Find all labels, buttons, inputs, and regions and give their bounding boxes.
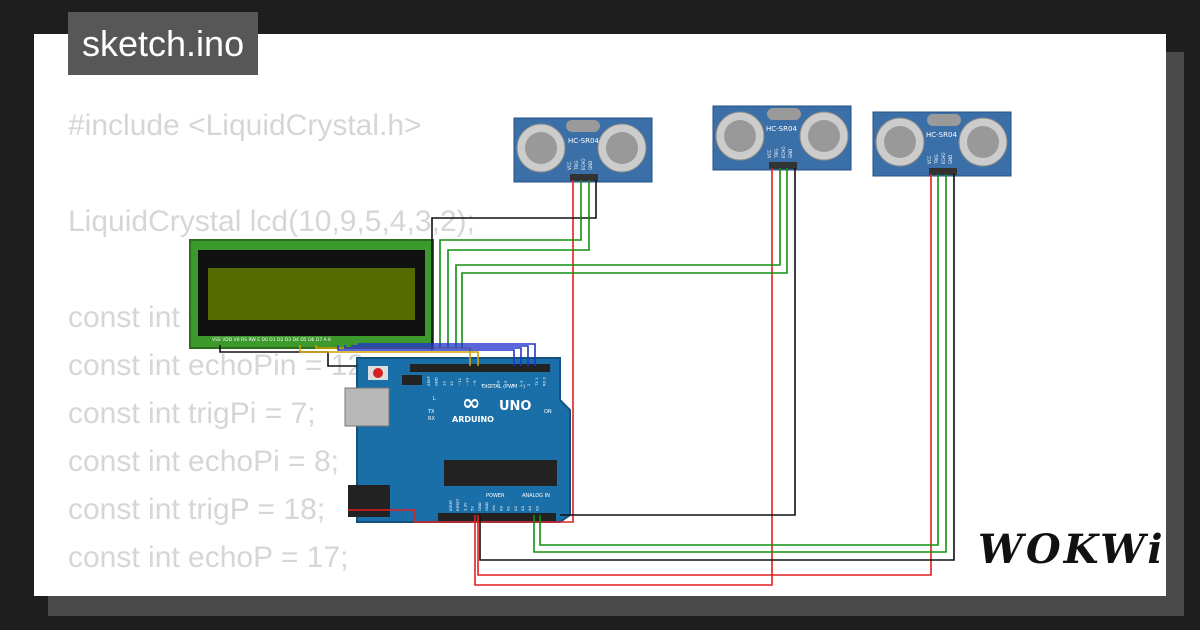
wires	[219, 168, 955, 586]
code-preview: #include <LiquidCrystal.h> LiquidCrystal …	[68, 102, 475, 582]
arduino-pin-label: ~3	[518, 380, 523, 386]
wire-echo-sensor3	[533, 174, 947, 553]
arduino-pin-label: ~6	[495, 380, 500, 386]
arduino-uno-label: UNO	[499, 399, 532, 414]
arduino-pin-label: ~5	[503, 380, 508, 386]
wire-gnd-sensor3	[479, 174, 955, 561]
wire-lcd-d5	[344, 345, 522, 366]
arduino-pin-label: A1	[506, 505, 511, 511]
arduino-pin-label: A0	[498, 505, 503, 511]
arduino-pin-label: 4	[511, 383, 516, 386]
code-line: const int echoPi = 8;	[68, 445, 339, 478]
analog-in-label: ANALOG IN	[522, 493, 550, 499]
wire-echo-sensor1	[447, 180, 590, 348]
arduino-pin-label: GND	[484, 502, 489, 511]
svg-text:TX: TX	[427, 409, 435, 415]
svg-text:VCC: VCC	[567, 161, 572, 170]
arduino-pin-label: ~9	[472, 380, 477, 386]
svg-text:VCC: VCC	[927, 155, 932, 164]
wire-trig-sensor3	[539, 174, 939, 546]
code-line: const int trigP = 18;	[68, 493, 326, 526]
arduino-pin-label: 5V	[470, 506, 475, 511]
wire-gnd-sensor1	[431, 180, 597, 350]
arduino-pin-label: A3	[520, 505, 525, 511]
ultrasonic-sensor-3[interactable]: HC-SR04 VCC TRIG ECHO GND	[872, 111, 1012, 177]
svg-text:TRIG: TRIG	[774, 148, 779, 159]
sensor-model-label: HC-SR04	[926, 131, 957, 139]
arduino-pin-label: TX 1	[534, 377, 539, 387]
sketch-filename-tab[interactable]: sketch.ino	[68, 12, 259, 75]
arduino-pin-label: 2	[526, 383, 531, 386]
code-line: const int echoP = 17;	[68, 541, 349, 574]
svg-text:ECHO: ECHO	[781, 147, 786, 158]
reset-button	[373, 368, 383, 378]
sensor-model-label: HC-SR04	[568, 137, 599, 145]
arduino-uno-board[interactable]: ∞ UNO ARDUINO DIGITAL (PWM ~) POWER ANAL…	[344, 357, 571, 523]
wire-gnd-sensor2	[560, 168, 796, 516]
svg-text:L: L	[433, 396, 436, 402]
wire-trig-sensor2	[455, 168, 781, 348]
arduino-pin-label: A2	[513, 505, 518, 511]
svg-text:ECHO: ECHO	[581, 159, 586, 170]
digital-pwm-label: DIGITAL (PWM ~)	[482, 384, 525, 390]
svg-text:TRIG: TRIG	[574, 160, 579, 171]
power-analog-header	[438, 513, 556, 521]
arduino-brand-label: ARDUINO	[452, 415, 494, 424]
wire-vcc-sensor1	[348, 180, 574, 523]
atmega-chip	[444, 460, 557, 486]
arduino-pin-label: ~10	[465, 377, 470, 386]
wire-trig-sensor1	[439, 180, 582, 348]
svg-text:ON: ON	[544, 409, 552, 415]
arduino-pin-label: A4	[527, 505, 532, 511]
arduino-pin-label: GND	[477, 502, 482, 511]
arduino-pin-label: 8	[480, 383, 485, 386]
code-line: LiquidCrystal lcd(10,9,5,4,3,2);	[68, 205, 475, 238]
usb-connector	[344, 387, 390, 427]
power-label: POWER	[486, 493, 505, 499]
arduino-pin-label: 3.3V	[462, 502, 467, 511]
arduino-pin-label: RESET	[455, 498, 460, 511]
ultrasonic-sensor-1[interactable]: HC-SR04 VCC TRIG ECHO GND	[513, 117, 653, 183]
ultrasonic-sensor-2[interactable]: HC-SR04 VCC TRIG ECHO GND	[712, 105, 852, 171]
lcd-module[interactable]: VSS VDD V0 RS RW E D0 D1 D2 D3 D4 D5 D6 …	[189, 239, 434, 349]
wire-vcc-sensor3	[477, 174, 932, 576]
svg-text:TRIG: TRIG	[934, 154, 939, 165]
svg-text:ECHO: ECHO	[941, 153, 946, 164]
arduino-pin-label: Vin	[491, 504, 496, 511]
arduino-pin-label: AREF	[426, 376, 431, 386]
wire-lcd-d6	[351, 345, 529, 366]
svg-text:GND: GND	[788, 149, 793, 158]
svg-text:VCC: VCC	[767, 149, 772, 158]
digital-header	[410, 364, 550, 372]
arduino-pin-label: 13	[441, 381, 446, 386]
arduino-pin-label: A5	[534, 505, 539, 511]
wokwi-logo: WOKWi	[978, 526, 1166, 573]
arduino-pin-label: 12	[449, 381, 454, 386]
code-line: const int trigPi = 7;	[68, 397, 316, 430]
arduino-pin-label: ~11	[457, 377, 462, 386]
wire-lcd-e	[299, 345, 479, 366]
arduino-pin-label: IOREF	[448, 500, 453, 511]
wire-echo-sensor2	[461, 168, 788, 348]
arduino-pin-label: RX 0	[542, 377, 547, 386]
power-jack	[348, 485, 390, 517]
svg-text:GND: GND	[948, 155, 953, 164]
sensor-model-label: HC-SR04	[766, 125, 797, 133]
wire-lcd-d4	[337, 345, 515, 366]
svg-text:RX: RX	[428, 416, 435, 422]
arduino-pin-label: 7	[488, 383, 493, 386]
lcd-pin-labels: VSS VDD V0 RS RW E D0 D1 D2 D3 D4 D5 D6 …	[212, 337, 332, 343]
arduino-infinity-icon: ∞	[462, 391, 480, 416]
arduino-pin-label: GND	[434, 377, 439, 386]
svg-text:GND: GND	[588, 161, 593, 170]
wire-lcd-d7	[358, 343, 536, 366]
wire-vcc-sensor2	[474, 168, 773, 586]
code-line: #include <LiquidCrystal.h>	[68, 109, 422, 142]
lcd-screen	[208, 268, 415, 320]
